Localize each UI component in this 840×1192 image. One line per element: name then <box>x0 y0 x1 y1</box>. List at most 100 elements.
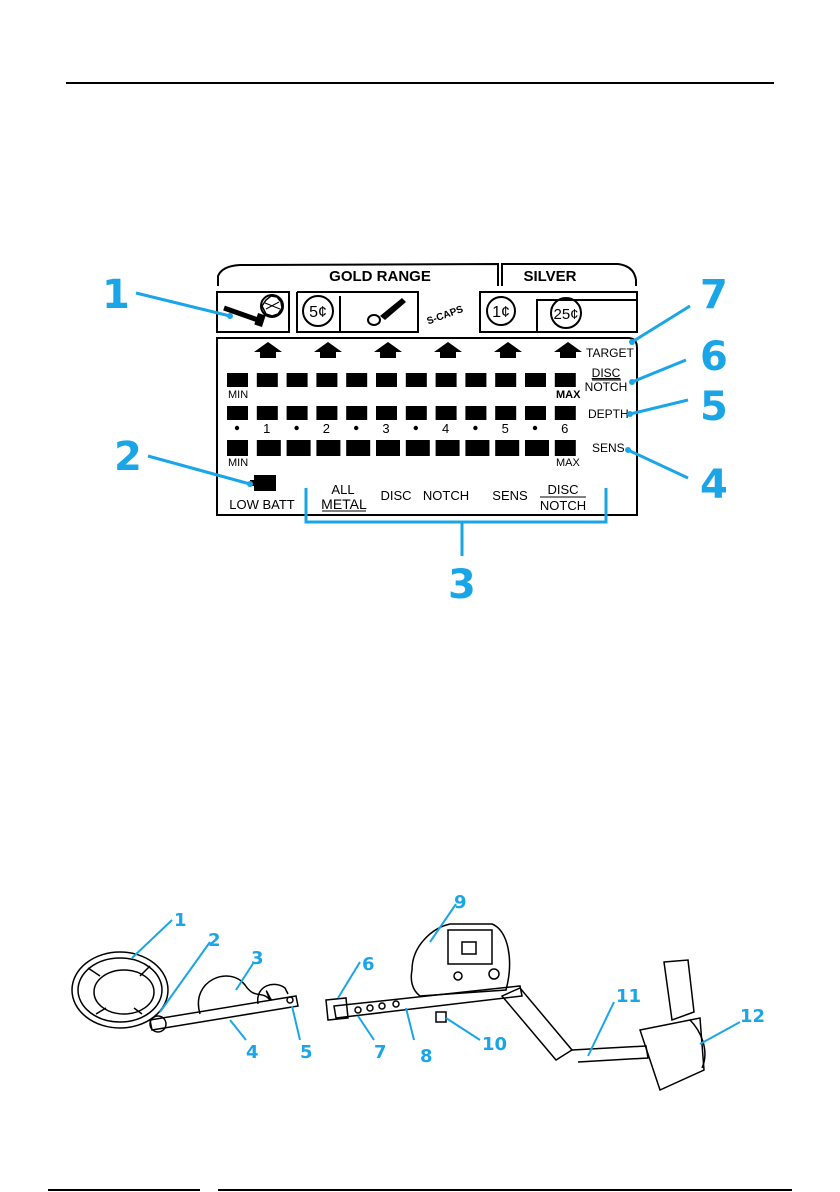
disc-notch-bottom-label: NOTCH <box>540 498 586 513</box>
pull-tab-icon <box>368 298 406 325</box>
depth-dot <box>294 426 298 430</box>
detector-number-5: 5 <box>300 1042 313 1063</box>
depth-dot <box>354 426 358 430</box>
callout-line-7 <box>632 306 690 342</box>
detector-line-6 <box>338 962 360 998</box>
lcd-segment <box>287 373 308 387</box>
detector-number-12: 12 <box>740 1006 765 1027</box>
detector-number-8: 8 <box>420 1046 433 1067</box>
depth-label: DEPTH <box>588 407 629 421</box>
detector-number-9: 9 <box>454 892 467 913</box>
callout-line-5 <box>630 400 688 414</box>
target-arrow-icon <box>494 342 522 358</box>
callout-line-1 <box>136 293 230 316</box>
detector-number-4: 4 <box>246 1042 259 1063</box>
depth-dot <box>473 426 477 430</box>
detector-line-1 <box>132 920 172 958</box>
detector-line-4 <box>230 1020 246 1040</box>
callout-number-2: 2 <box>114 434 142 480</box>
coin-5-label: 5¢ <box>309 304 327 321</box>
row1-min-label: MIN <box>228 389 248 401</box>
callout-line-6 <box>632 360 686 382</box>
row3-max-label: MAX <box>556 457 581 469</box>
depth-number: 5 <box>502 421 509 436</box>
disc-mode-label: DISC <box>380 488 411 503</box>
callout-number-1: 1 <box>102 272 130 318</box>
bottom-rule-left <box>48 1189 200 1191</box>
lower-stem <box>150 976 298 1032</box>
battery-icon <box>250 475 276 491</box>
lcd-segment <box>406 406 427 420</box>
sens-mode-label: SENS <box>492 488 528 503</box>
detector-line-12 <box>700 1022 740 1044</box>
disc-notch-top-label: DISC <box>547 482 578 497</box>
lcd-segment <box>346 440 370 456</box>
lcd-segment <box>257 406 278 420</box>
lcd-diagram: GOLD RANGE SILVER 5¢ S-CAPS 1¢ 25¢ MIN M… <box>0 0 840 620</box>
detector-number-3: 3 <box>251 948 264 969</box>
target-arrow-icon <box>434 342 462 358</box>
coin-25-label: 25¢ <box>553 306 578 323</box>
lcd-segment <box>287 440 311 456</box>
control-box <box>411 924 509 996</box>
coin-1-label: 1¢ <box>492 304 510 321</box>
gold-range-label: GOLD RANGE <box>329 268 431 285</box>
target-arrows <box>254 342 582 358</box>
detector-number-1: 1 <box>174 910 187 931</box>
depth-dot <box>533 426 537 430</box>
target-arrow-icon <box>374 342 402 358</box>
lcd-segment <box>257 373 278 387</box>
depth-dot <box>414 426 418 430</box>
detector-number-2: 2 <box>208 930 221 951</box>
callout-number-7: 7 <box>700 272 728 318</box>
target-arrow-icon <box>554 342 582 358</box>
lcd-segment <box>287 406 308 420</box>
lcd-segment <box>346 406 367 420</box>
detector-line-7 <box>358 1016 374 1040</box>
lcd-segment <box>555 373 576 387</box>
detector-number-10: 10 <box>482 1034 507 1055</box>
detector-line-5 <box>292 1006 300 1040</box>
lcd-segment <box>227 440 248 456</box>
depth-number: 6 <box>561 421 568 436</box>
lcd-segment <box>465 440 489 456</box>
detector-line-11 <box>588 1002 614 1056</box>
lcd-segment <box>525 406 546 420</box>
lcd-segment <box>257 440 281 456</box>
s-caps-label: S-CAPS <box>426 304 466 327</box>
callout-number-3: 3 <box>448 562 476 608</box>
row3-min-label: MIN <box>228 457 248 469</box>
lcd-segment <box>316 406 337 420</box>
lcd-segment <box>227 373 248 387</box>
lcd-segment <box>555 406 576 420</box>
upper-stem <box>326 986 522 1022</box>
target-arrow-icon <box>314 342 342 358</box>
lcd-segment <box>316 373 337 387</box>
lcd-segment <box>495 440 519 456</box>
detector-number-11: 11 <box>616 986 641 1007</box>
depth-number: 4 <box>442 421 449 436</box>
lcd-segment <box>346 373 367 387</box>
notch-mode-label: NOTCH <box>423 488 469 503</box>
detector-line-9 <box>430 904 456 942</box>
lcd-segment <box>376 440 400 456</box>
detector-line-10 <box>446 1018 480 1040</box>
handle-armrest <box>502 960 705 1090</box>
callout-number-6: 6 <box>700 334 728 380</box>
lcd-segment <box>436 373 457 387</box>
silver-label: SILVER <box>523 268 576 285</box>
lcd-segment <box>525 373 546 387</box>
target-arrow-icon <box>254 342 282 358</box>
low-batt-label: LOW BATT <box>229 497 295 512</box>
lcd-segment <box>406 440 430 456</box>
all-label: ALL <box>331 482 354 497</box>
lcd-segment <box>525 440 549 456</box>
segment-rows <box>227 373 576 456</box>
bottlecap-icon <box>261 295 283 317</box>
depth-dot <box>235 426 239 430</box>
metal-label: METAL <box>321 496 367 512</box>
side-notch-label: NOTCH <box>585 380 628 394</box>
lcd-segment <box>495 406 516 420</box>
depth-number: 1 <box>263 421 270 436</box>
